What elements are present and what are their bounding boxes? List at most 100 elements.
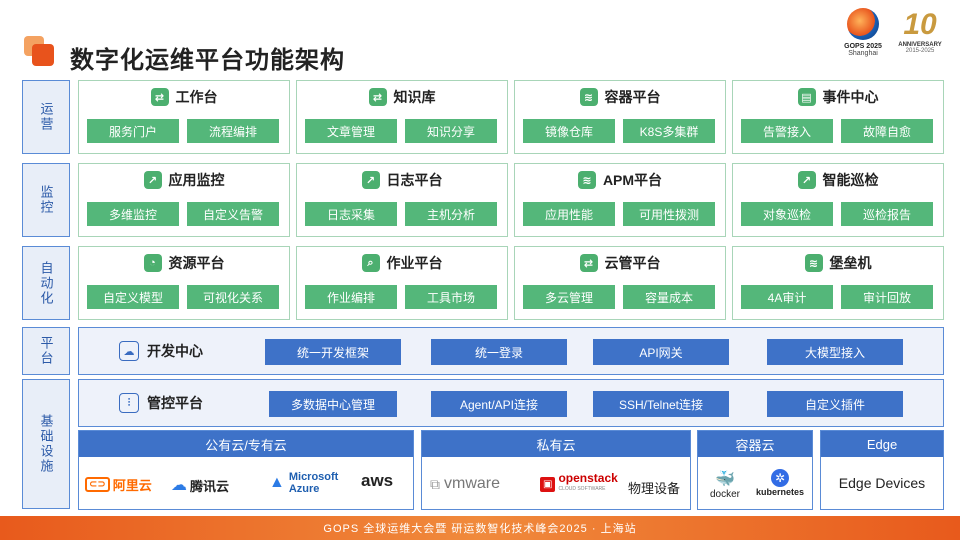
cloud-edge: Edge Edge Devices	[820, 430, 944, 510]
vmware-logo: ⧉ vmware	[430, 475, 501, 492]
module-chip[interactable]: 4A审计	[741, 285, 833, 309]
gops-city: Shanghai	[848, 50, 878, 57]
brand-logo-icon	[22, 34, 56, 68]
cloud-edge-title: Edge	[821, 431, 943, 457]
module-chip[interactable]: 多云管理	[523, 285, 615, 309]
chart-icon: ↗	[361, 171, 380, 189]
module-chip[interactable]: K8S多集群	[623, 119, 715, 143]
gops-logo: GOPS 2025 Shanghai	[838, 8, 888, 68]
infra-chip[interactable]: 多数据中心管理	[269, 391, 397, 417]
footer-banner: GOPS 全球运维大会暨 研运数智化技术峰会2025 · 上海站	[0, 516, 960, 540]
module-card[interactable]: ⇄工作台服务门户流程编排	[78, 80, 290, 154]
whale-icon: 🐳	[715, 471, 735, 488]
module-card[interactable]: ▤事件中心告警接入故障自愈	[732, 80, 944, 154]
module-title: ⇄云管平台	[515, 253, 725, 273]
platform-title: ☁ 开发中心	[119, 341, 203, 361]
physical-devices-label: 物理设备	[628, 481, 681, 496]
anniversary-logo: 10 ANNIVERSARY 2015-2025	[890, 8, 950, 54]
module-card[interactable]: ↗日志平台日志采集主机分析	[296, 163, 508, 237]
module-chip[interactable]: 作业编排	[305, 285, 397, 309]
module-title: ≋堡垒机	[733, 253, 943, 273]
platform-chip[interactable]: 统一开发框架	[265, 339, 401, 365]
toggle-icon: ⇄	[150, 88, 169, 106]
module-chip[interactable]: 日志采集	[305, 202, 397, 226]
infra-title: ⫶ 管控平台	[119, 393, 203, 413]
edge-devices-label: Edge Devices	[838, 475, 926, 491]
module-title: ≋容器平台	[515, 87, 725, 107]
module-chip[interactable]: 应用性能	[523, 202, 615, 226]
module-card[interactable]: ⌕作业平台作业编排工具市场	[296, 246, 508, 320]
module-chip[interactable]: 文章管理	[305, 119, 397, 143]
module-chip[interactable]: 镜像仓库	[523, 119, 615, 143]
module-title: ▤事件中心	[733, 87, 943, 107]
module-chip[interactable]: 流程编排	[187, 119, 279, 143]
module-chip[interactable]: 自定义告警	[187, 202, 279, 226]
module-card[interactable]: ≋堡垒机 4A审计审计回放	[732, 246, 944, 320]
module-chip[interactable]: 知识分享	[405, 119, 497, 143]
module-title: ◔资源平台	[79, 253, 289, 273]
module-card[interactable]: ≋容器平台镜像仓库 K8S多集群	[514, 80, 726, 154]
module-chip[interactable]: 对象巡检	[741, 202, 833, 226]
gops-emblem-icon	[847, 8, 879, 40]
row-label-automation: 自动化	[22, 246, 70, 320]
layers-icon: ≋	[579, 88, 598, 106]
module-card[interactable]: ◔资源平台自定义模型可视化关系	[78, 246, 290, 320]
row-label-monitor: 监控	[22, 163, 70, 237]
cloud-container: 容器云 🐳 docker ✲ kubernetes	[697, 430, 813, 510]
row-label-ops: 运营	[22, 80, 70, 154]
aliyun-logo: ⊂⊃ 阿里云	[85, 475, 152, 494]
module-chip[interactable]: 巡检报告	[841, 202, 933, 226]
module-card[interactable]: ≋APM平台应用性能可用性拨测	[514, 163, 726, 237]
module-title: ≋APM平台	[515, 170, 725, 190]
search-doc-icon: ⌕	[361, 254, 380, 272]
module-chip[interactable]: 可视化关系	[187, 285, 279, 309]
pie-icon: ◔	[143, 254, 162, 272]
infra-band: ⫶ 管控平台 多数据中心管理 Agent/API连接 SSH/Telnet连接 …	[78, 379, 944, 427]
module-title: ↗应用监控	[79, 170, 289, 190]
anniversary-years: 2015-2025	[905, 48, 935, 54]
module-card[interactable]: ⇄云管平台多云管理容量成本	[514, 246, 726, 320]
platform-band: ☁ 开发中心 统一开发框架 统一登录 API网关 大模型接入	[78, 327, 944, 375]
cloud-private: 私有云 ⧉ vmware ▣ openstack CLOUD SOFTWARE …	[421, 430, 691, 510]
platform-chip[interactable]: API网关	[593, 339, 729, 365]
module-title: ⇄工作台	[79, 87, 289, 107]
infra-chip[interactable]: Agent/API连接	[431, 391, 567, 417]
module-chip[interactable]: 服务门户	[87, 119, 179, 143]
layers-icon: ≋	[804, 254, 823, 272]
module-chip[interactable]: 自定义模型	[87, 285, 179, 309]
infra-chip[interactable]: 自定义插件	[767, 391, 903, 417]
sliders-icon: ⫶	[119, 393, 139, 413]
module-chip[interactable]: 工具市场	[405, 285, 497, 309]
toggle-icon: ⇄	[368, 88, 387, 106]
tencent-cloud-logo: ☁ 腾讯云	[171, 477, 230, 494]
module-chip[interactable]: 故障自愈	[841, 119, 933, 143]
anniversary-number: 10	[903, 8, 937, 41]
cloud-public-title: 公有云/专有云	[79, 431, 413, 457]
module-chip[interactable]: 主机分析	[405, 202, 497, 226]
platform-chip[interactable]: 大模型接入	[767, 339, 903, 365]
terminal-icon: ▤	[797, 88, 816, 106]
aws-logo: aws	[361, 471, 394, 490]
layers-icon: ≋	[577, 171, 596, 189]
chart-icon: ↗	[797, 171, 816, 189]
module-chip[interactable]: 多维监控	[87, 202, 179, 226]
infra-chip[interactable]: SSH/Telnet连接	[593, 391, 729, 417]
toggle-icon: ⇄	[579, 254, 598, 272]
docker-logo: 🐳 docker	[710, 471, 741, 500]
module-chip[interactable]: 容量成本	[623, 285, 715, 309]
module-chip[interactable]: 可用性拨测	[623, 202, 715, 226]
module-title: ↗智能巡检	[733, 170, 943, 190]
azure-logo: ▲ Microsoft Azure	[269, 471, 339, 495]
openstack-sub: CLOUD SOFTWARE	[558, 486, 606, 492]
module-chip[interactable]: 审计回放	[841, 285, 933, 309]
module-card[interactable]: ↗应用监控多维监控自定义告警	[78, 163, 290, 237]
platform-chip[interactable]: 统一登录	[431, 339, 567, 365]
row-label-platform: 平台	[22, 327, 70, 375]
module-title: ↗日志平台	[297, 170, 507, 190]
kubernetes-logo: ✲ kubernetes	[756, 469, 805, 497]
helm-wheel-icon: ✲	[771, 469, 790, 487]
module-card[interactable]: ⇄知识库文章管理知识分享	[296, 80, 508, 154]
cloud-public: 公有云/专有云 ⊂⊃ 阿里云 ☁ 腾讯云 ▲ Microsoft Azure a…	[78, 430, 414, 510]
module-chip[interactable]: 告警接入	[741, 119, 833, 143]
module-card[interactable]: ↗智能巡检对象巡检巡检报告	[732, 163, 944, 237]
